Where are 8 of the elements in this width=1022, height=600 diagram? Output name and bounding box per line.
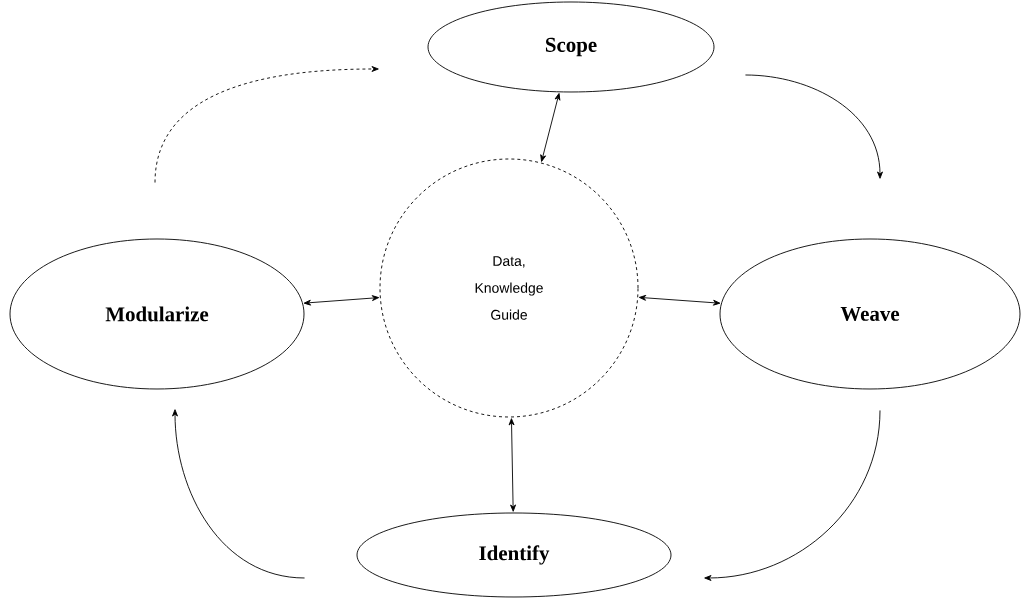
double-arrow	[508, 418, 516, 512]
curved-arrow	[154, 66, 379, 183]
double-arrow	[303, 295, 380, 306]
curved-arrow	[704, 410, 881, 581]
curved-arrow	[172, 409, 305, 579]
curved-arrow	[745, 74, 883, 179]
double-arrow	[638, 294, 721, 306]
double-arrow	[540, 93, 561, 162]
